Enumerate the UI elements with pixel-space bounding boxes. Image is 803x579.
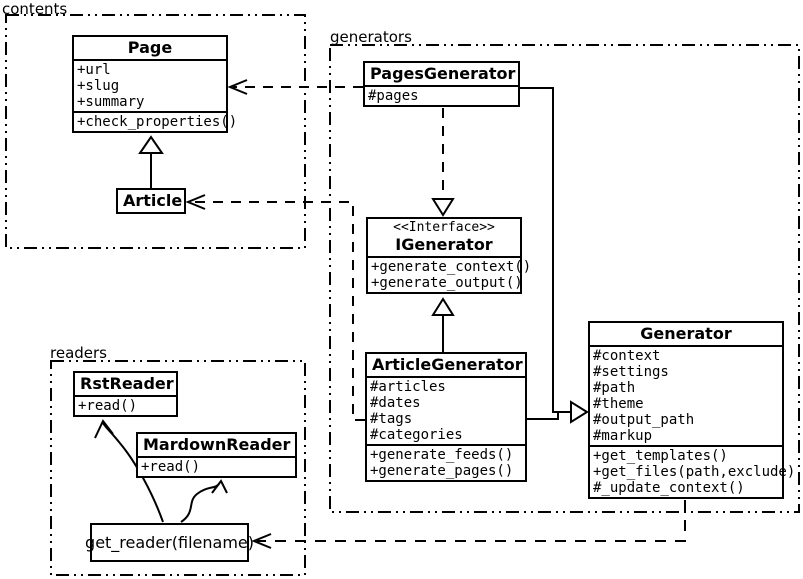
attribute: #categories: [370, 427, 463, 443]
method: +get_templates(): [593, 448, 728, 464]
method: +generate_feeds(): [370, 447, 514, 463]
arrow-getreader-to-rstreader-curve: [102, 422, 164, 523]
dependency-generator-to-getreader-line: [257, 500, 686, 542]
class-pagesgenerator-title: PagesGenerator: [370, 64, 516, 83]
class-rstreader-title: RstReader: [80, 374, 174, 393]
class-page: Page +url +slug +summary +check_properti…: [72, 35, 238, 133]
package-generators-label: generators: [330, 28, 412, 46]
method: +generate_output(): [371, 275, 523, 291]
generalization-pagesgenerator-to-generator-line: [520, 87, 571, 413]
class-articlegenerator-title: ArticleGenerator: [372, 355, 523, 374]
dependency-articlegenerator-to-article-line: [191, 201, 365, 421]
generalization-articlegenerator-to-igenerator-triangle: [431, 297, 455, 316]
attribute: #articles: [370, 379, 446, 395]
class-generator-attributes: #context #settings #path #theme #output_…: [590, 345, 782, 445]
dependency-generator-to-getreader-arrowhead: [251, 533, 272, 549]
dependency-pagesgenerator-to-page-arrowhead: [227, 79, 248, 95]
method: +generate_pages(): [370, 463, 514, 479]
class-igenerator: <<Interface>> IGenerator +generate_conte…: [366, 217, 532, 294]
class-pagesgenerator-attributes: #pages: [365, 85, 518, 105]
attribute: +url: [77, 62, 111, 78]
attribute: #context: [593, 348, 661, 364]
class-article: Article: [116, 188, 186, 214]
class-rstreader-methods: +read(): [75, 395, 176, 415]
class-article-title: Article: [123, 191, 183, 210]
class-generator-title: Generator: [640, 324, 732, 343]
arrow-getreader-to-mardownreader-arrowhead: [211, 479, 228, 494]
package-readers-label: readers: [50, 344, 107, 362]
class-page-title: Page: [127, 38, 173, 57]
generalization-article-to-page-triangle: [138, 135, 164, 154]
attribute: #dates: [370, 395, 421, 411]
class-generator-methods: +get_templates() +get_files(path,exclude…: [590, 445, 796, 497]
method: +read(): [141, 459, 201, 475]
method: +check_properties(): [77, 114, 238, 130]
attribute: #markup: [593, 428, 653, 444]
class-articlegenerator-attributes: #articles #dates #tags #categories: [367, 376, 525, 444]
class-page-attributes: +url +slug +summary: [74, 59, 226, 111]
method: +generate_context(): [371, 259, 532, 275]
attribute: #pages: [368, 88, 419, 104]
attribute: #theme: [593, 396, 644, 412]
class-articlegenerator-methods: +generate_feeds() +generate_pages(): [367, 444, 525, 480]
class-igenerator-name: IGenerator: [395, 235, 493, 254]
class-pagesgenerator: PagesGenerator #pages: [363, 61, 520, 107]
class-mardownreader-title: MardownReader: [143, 435, 291, 454]
package-readers-frame: [50, 360, 306, 576]
attribute: +slug: [77, 78, 120, 94]
method: #_update_context(): [593, 480, 745, 496]
generalization-articlegenerator-to-generator-line: [527, 412, 559, 420]
class-rstreader: RstReader +read(): [73, 371, 178, 417]
dependency-articlegenerator-to-article-arrowhead: [185, 194, 206, 210]
attribute: #path: [593, 380, 636, 396]
class-igenerator-methods: +generate_context() +generate_output(): [368, 256, 532, 292]
class-igenerator-stereotype: <<Interface>>: [393, 220, 495, 235]
attribute: #settings: [593, 364, 669, 380]
attribute: +summary: [77, 94, 145, 110]
package-generators-frame: [329, 44, 800, 513]
class-mardownreader-methods: +read(): [138, 456, 295, 476]
arrow-getreader-to-rstreader-arrowhead: [94, 419, 114, 439]
method: +read(): [78, 398, 138, 414]
function-get-reader: get_reader(filename): [85, 523, 254, 562]
arrow-getreader-to-mardownreader-curve: [180, 483, 220, 523]
class-articlegenerator: ArticleGenerator #articles #dates #tags …: [365, 352, 527, 482]
package-contents-frame: [5, 14, 306, 249]
class-mardownreader: MardownReader +read(): [136, 432, 297, 478]
attribute: #output_path: [593, 412, 695, 428]
method: +get_files(path,exclude): [593, 464, 796, 480]
package-contents-label: contents: [2, 0, 68, 18]
class-igenerator-title: <<Interface>> IGenerator: [368, 219, 520, 256]
attribute: #tags: [370, 411, 413, 427]
class-generator: Generator #context #settings #path #them…: [588, 321, 796, 499]
generalization-to-generator-triangle: [570, 400, 589, 424]
realization-pagesgenerator-to-igenerator-triangle: [431, 198, 455, 217]
class-page-methods: +check_properties(): [74, 111, 238, 131]
